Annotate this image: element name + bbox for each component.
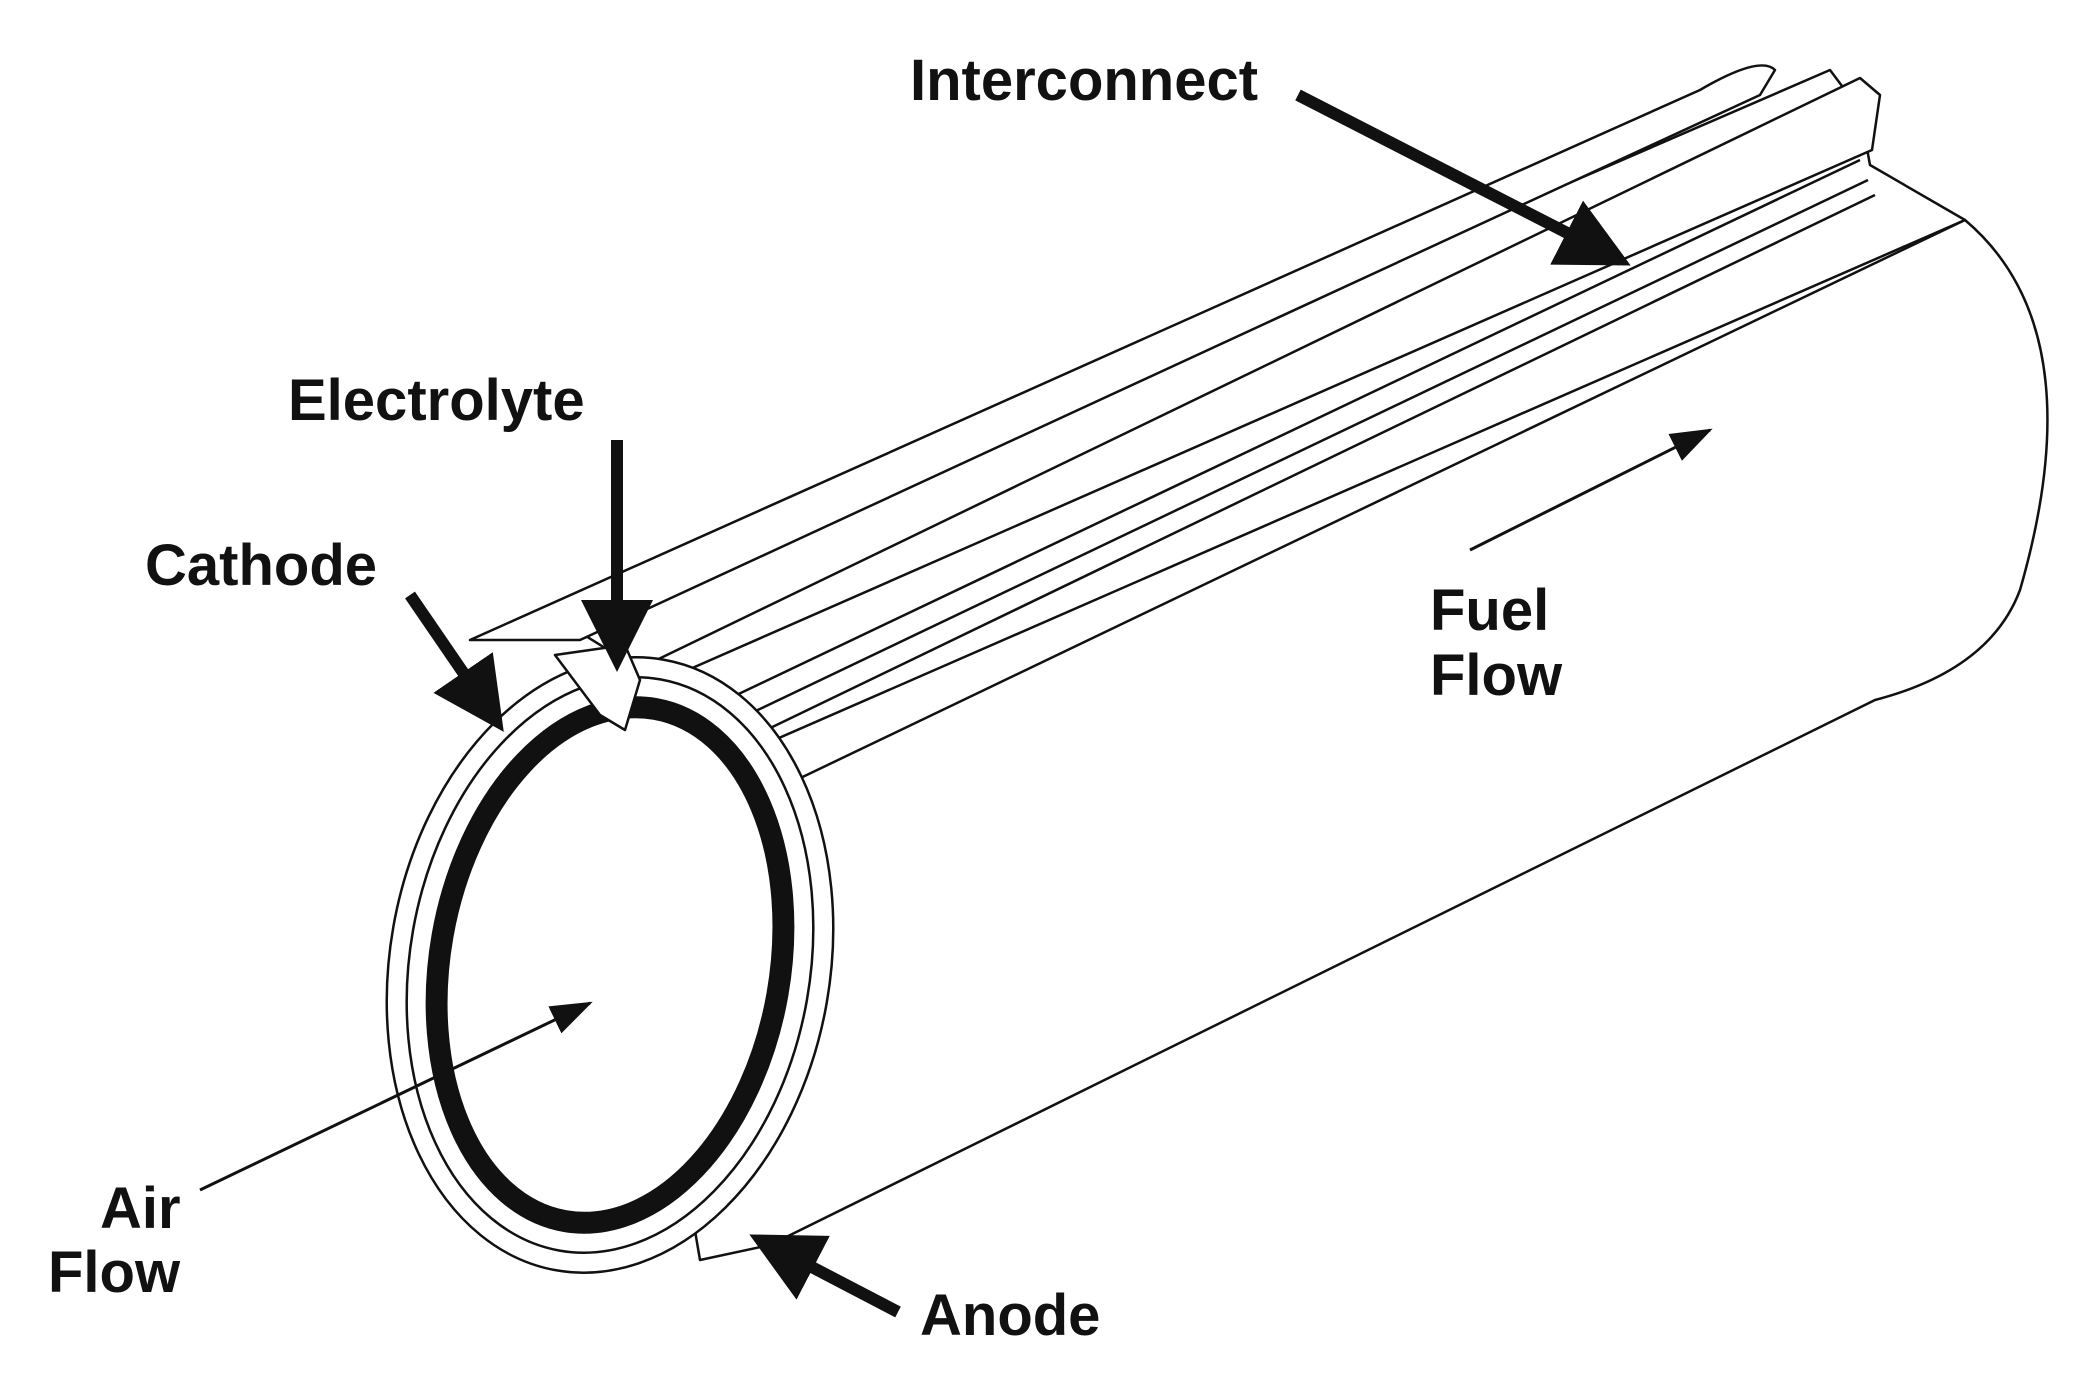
interconnect-groove-line-3 <box>734 193 1876 747</box>
interconnect-groove-line-1 <box>704 158 1861 712</box>
label-air-flow-line1: Air <box>100 1176 181 1241</box>
label-electrolyte: Electrolyte <box>288 368 585 433</box>
label-arrows <box>199 89 1713 1318</box>
air-flow-arrow <box>199 1001 593 1192</box>
anode-outer-surface <box>598 218 2049 1262</box>
label-fuel-flow-line2: Flow <box>1430 643 1563 708</box>
interconnect-groove-line-2 <box>719 178 1869 730</box>
tube-bore <box>445 716 775 1214</box>
body-top-edge <box>764 218 1966 797</box>
cathode-arrow <box>405 591 504 732</box>
label-interconnect: Interconnect <box>910 48 1258 113</box>
label-air-flow-line2: Flow <box>48 1240 181 1305</box>
fuel-flow-arrow <box>1469 428 1713 552</box>
tube-end-face <box>385 643 835 1274</box>
outer-rim-strip <box>468 64 1777 642</box>
anode-arrow <box>749 1234 901 1318</box>
label-anode: Anode <box>920 1283 1100 1348</box>
label-cathode: Cathode <box>145 533 377 598</box>
label-fuel-flow-line1: Fuel <box>1430 578 1549 643</box>
labels: Interconnect Electrolyte Cathode Fuel Fl… <box>48 48 1563 1348</box>
interconnect-arrow <box>1295 89 1631 266</box>
